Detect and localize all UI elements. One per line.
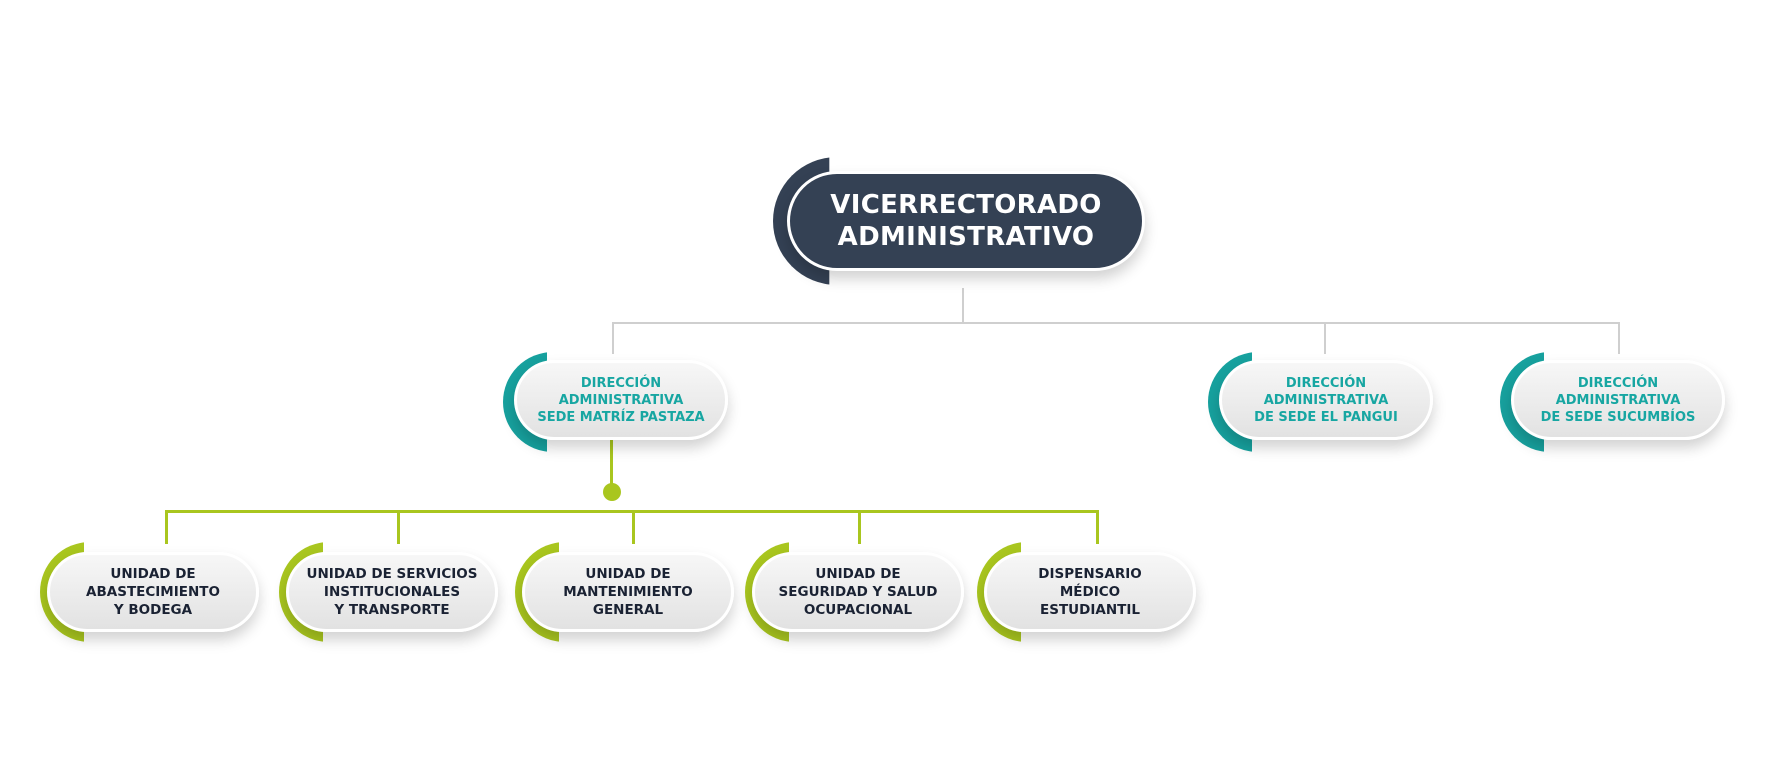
connector-drop-pangui: [1324, 322, 1326, 354]
node-label: DISPENSARIO MÉDICO ESTUDIANTIL: [984, 552, 1196, 632]
connector-root-down: [962, 288, 964, 324]
connector-drop-matriz: [612, 322, 614, 354]
node-label: UNIDAD DE SERVICIOS INSTITUCIONALES Y TR…: [286, 552, 498, 632]
node-label: DIRECCIÓN ADMINISTRATIVA DE SEDE EL PANG…: [1219, 360, 1433, 440]
node-label: DIRECCIÓN ADMINISTRATIVA SEDE MATRÍZ PAS…: [514, 360, 728, 440]
connector-drop-unit-2: [397, 510, 400, 544]
label-line: DE SEDE EL PANGUI: [1254, 409, 1398, 425]
label-line: VICERRECTORADO: [830, 190, 1102, 220]
label-line: DIRECCIÓN: [580, 375, 662, 391]
label-line: DISPENSARIO: [1038, 566, 1142, 582]
label-line: Y BODEGA: [113, 602, 193, 618]
label-line: UNIDAD DE SERVICIOS: [306, 566, 478, 582]
label-line: UNIDAD DE: [815, 566, 901, 582]
label-line: MANTENIMIENTO: [563, 584, 693, 600]
label-line: SEGURIDAD Y SALUD: [778, 584, 938, 600]
label-line: MÉDICO: [1059, 584, 1121, 600]
label-line: SEDE MATRÍZ PASTAZA: [537, 409, 705, 425]
label-line: ABASTECIMIENTO: [86, 584, 220, 600]
label-line: DIRECCIÓN ADMINISTRATIVA: [1263, 375, 1389, 408]
label-line: UNIDAD DE: [585, 566, 671, 582]
node-label: UNIDAD DE SEGURIDAD Y SALUD OCUPACIONAL: [752, 552, 964, 632]
connector-drop-sucumbios: [1618, 322, 1620, 354]
node-label: UNIDAD DE MANTENIMIENTO GENERAL: [522, 552, 734, 632]
connector-level2-horizontal: [612, 322, 1620, 324]
connector-dot: [603, 483, 621, 501]
node-direccion-matriz-pastaza: DIRECCIÓN ADMINISTRATIVA SEDE MATRÍZ PAS…: [503, 352, 733, 452]
label-line: DIRECCIÓN ADMINISTRATIVA: [1555, 375, 1681, 408]
connector-matriz-down: [610, 440, 613, 492]
node-unidad-abastecimiento: UNIDAD DE ABASTECIMIENTO Y BODEGA: [40, 542, 265, 642]
label-line: ADMINISTRATIVO: [837, 222, 1095, 252]
label-line: UNIDAD DE: [110, 566, 196, 582]
connector-drop-unit-3: [632, 510, 635, 544]
label-line: INSTITUCIONALES: [323, 584, 461, 600]
connector-drop-unit-5: [1096, 510, 1099, 544]
label-line: Y TRANSPORTE: [334, 602, 450, 618]
node-vicerrectorado-administrativo: VICERRECTORADO ADMINISTRATIVO: [773, 157, 1145, 285]
node-label: UNIDAD DE ABASTECIMIENTO Y BODEGA: [47, 552, 259, 632]
node-label: DIRECCIÓN ADMINISTRATIVA DE SEDE SUCUMBÍ…: [1511, 360, 1725, 440]
connector-drop-unit-1: [165, 510, 168, 544]
node-unidad-seguridad-salud: UNIDAD DE SEGURIDAD Y SALUD OCUPACIONAL: [745, 542, 970, 642]
label-line: GENERAL: [592, 602, 664, 618]
label-line: OCUPACIONAL: [803, 602, 913, 618]
label-line: DE SEDE SUCUMBÍOS: [1540, 409, 1696, 425]
node-direccion-el-pangui: DIRECCIÓN ADMINISTRATIVA DE SEDE EL PANG…: [1208, 352, 1438, 452]
node-unidad-servicios: UNIDAD DE SERVICIOS INSTITUCIONALES Y TR…: [279, 542, 504, 642]
node-direccion-sucumbios: DIRECCIÓN ADMINISTRATIVA DE SEDE SUCUMBÍ…: [1500, 352, 1730, 452]
node-dispensario-medico: DISPENSARIO MÉDICO ESTUDIANTIL: [977, 542, 1202, 642]
connector-drop-unit-4: [858, 510, 861, 544]
node-unidad-mantenimiento: UNIDAD DE MANTENIMIENTO GENERAL: [515, 542, 740, 642]
node-label: VICERRECTORADO ADMINISTRATIVO: [787, 171, 1145, 271]
label-line: ESTUDIANTIL: [1040, 602, 1140, 618]
label-line: ADMINISTRATIVA: [558, 392, 684, 408]
